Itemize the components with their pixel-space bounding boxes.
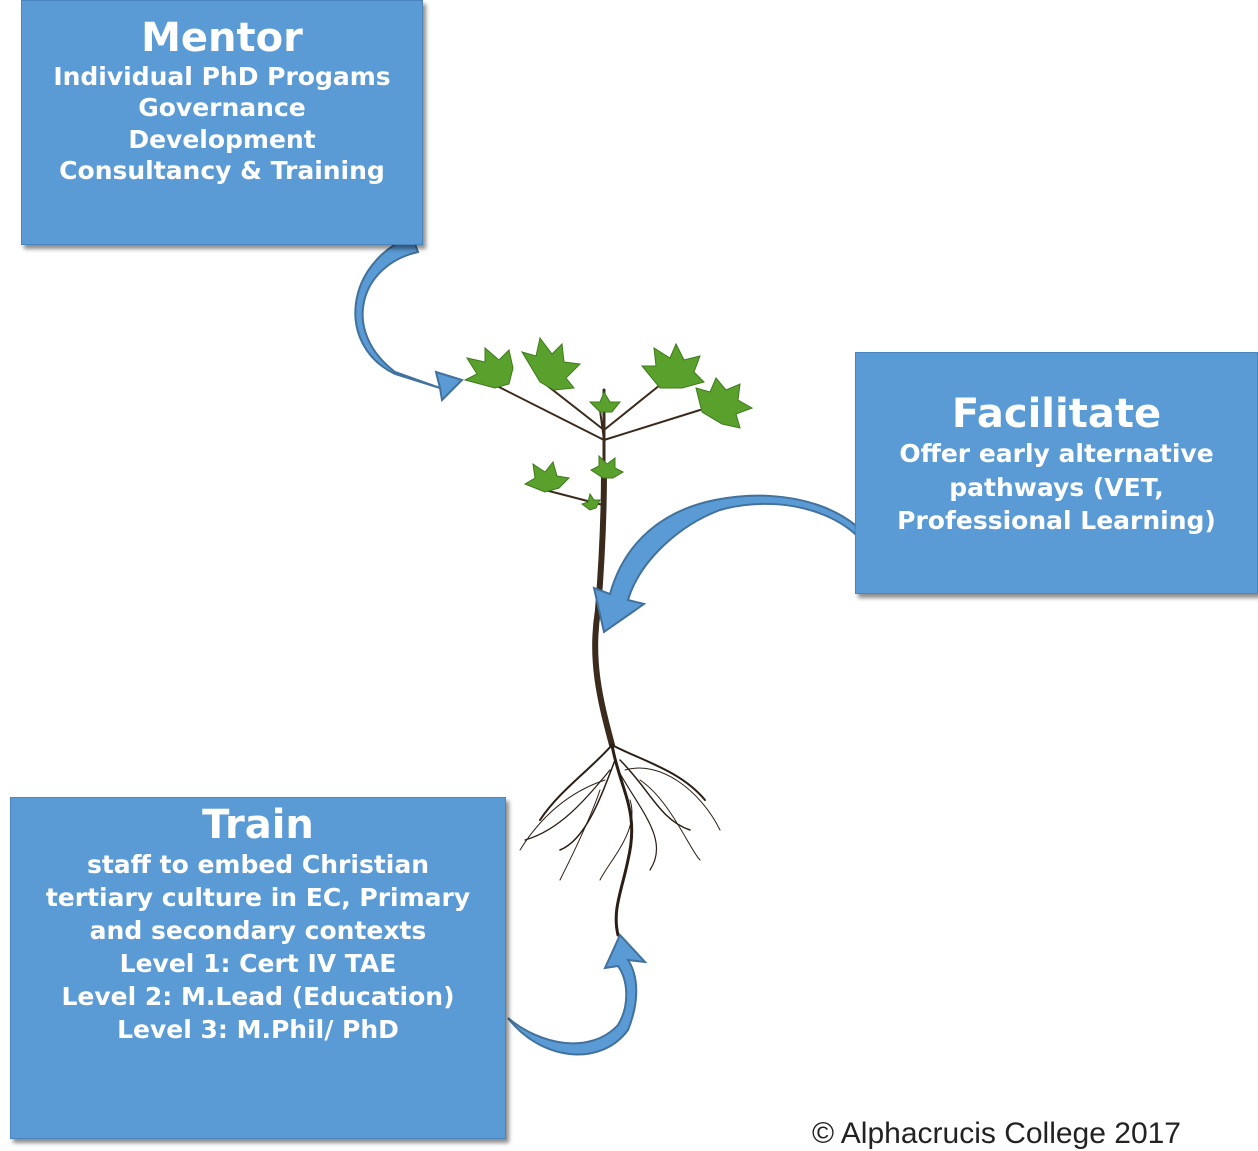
train-line-2: tertiary culture in EC, Primary	[45, 883, 471, 912]
facilitate-box: Facilitate Offer early alternative pathw…	[855, 352, 1258, 594]
facilitate-line-2: pathways (VET,	[949, 472, 1164, 502]
mentor-title: Mentor	[141, 15, 303, 61]
mentor-line-1: Individual PhD Progams	[53, 62, 391, 91]
train-title: Train	[202, 802, 314, 848]
facilitate-line-3: Professional Learning)	[897, 506, 1216, 535]
train-line-1: staff to embed Christian	[86, 850, 430, 879]
train-line-3: and secondary contexts	[89, 916, 427, 945]
train-line-6: Level 3: M.Phil/ PhD	[117, 1015, 399, 1044]
plant-leaves	[463, 336, 754, 511]
train-line-4: Level 1: Cert IV TAE	[119, 949, 397, 978]
train-box: Train staff to embed Christian tertiary …	[10, 797, 506, 1139]
mentor-box: Mentor Individual PhD Progams Governance…	[21, 0, 423, 245]
copyright-text: © Alphacrucis College 2017	[812, 1117, 1181, 1150]
plant-roots	[519, 743, 721, 937]
mentor-line-3: Development	[128, 124, 316, 154]
mentor-line-4: Consultancy & Training	[59, 155, 385, 185]
facilitate-line-1: Offer early alternative	[899, 439, 1214, 468]
mentor-line-2: Governance	[138, 93, 306, 123]
facilitate-title: Facilitate	[951, 391, 1162, 437]
train-line-5: Level 2: M.Lead (Education)	[61, 982, 455, 1011]
